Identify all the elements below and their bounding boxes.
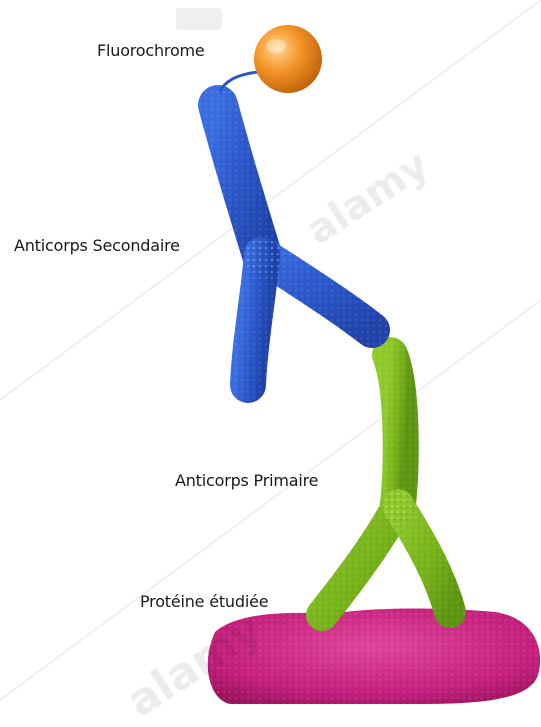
label-fluorochrome: Fluorochrome (97, 41, 205, 60)
secondary-antibody-shape (218, 105, 372, 385)
primary-antibody-shape (322, 355, 450, 615)
label-protein: Protéine étudiée (140, 592, 268, 611)
protein-shape (208, 609, 540, 705)
label-secondary-antibody: Anticorps Secondaire (14, 236, 180, 255)
antibody-diagram: alamy alamy Fluorochrome Anticorps Secon… (0, 0, 541, 704)
label-primary-antibody: Anticorps Primaire (175, 471, 318, 490)
diagram-illustration (0, 0, 541, 704)
fluorochrome-shape (220, 25, 322, 93)
